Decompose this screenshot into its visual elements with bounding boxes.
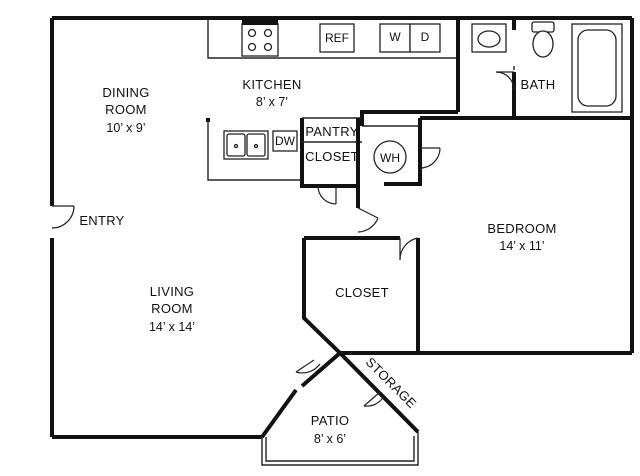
hall-door	[357, 207, 379, 233]
interior-walls	[206, 18, 632, 439]
stove	[241, 20, 279, 57]
bath-label: BATH	[521, 77, 556, 92]
wh-closet-door	[419, 147, 441, 169]
closet-large-door	[399, 237, 419, 261]
toilet	[531, 21, 555, 58]
living-room-label-2: ROOM	[151, 301, 193, 316]
refrigerator-label: REF	[325, 31, 349, 45]
dishwasher-label: DW	[275, 134, 296, 148]
kitchen-sink	[223, 130, 269, 160]
pantry-label: PANTRY	[305, 124, 358, 139]
entry-label: ENTRY	[79, 213, 124, 228]
small-closet-label: CLOSET	[305, 149, 359, 164]
bathtub	[571, 23, 623, 113]
room-labels: DINING ROOM 10’ x 9’ KITCHEN 8’ x 7’ PAN…	[79, 77, 556, 446]
bedroom-label: BEDROOM	[487, 221, 556, 236]
closet-small-door	[317, 185, 337, 205]
dishwasher	[272, 130, 298, 152]
living-room-size: 14’ x 14’	[149, 320, 195, 334]
large-closet-label: CLOSET	[335, 285, 389, 300]
patio-door	[295, 359, 321, 374]
storage-door	[363, 391, 385, 407]
refrigerator	[319, 23, 355, 53]
dining-room-label-1: DINING	[102, 85, 149, 100]
living-room-label-1: LIVING	[150, 284, 194, 299]
washer-label: W	[389, 30, 401, 44]
washer	[379, 23, 411, 53]
dryer-label: D	[421, 30, 430, 44]
patio-size: 8’ x 6’	[314, 432, 346, 446]
patio-label: PATIO	[311, 413, 350, 428]
bath-door	[495, 71, 515, 91]
bedroom-size: 14’ x 11’	[499, 239, 544, 253]
dining-room-size: 10’ x 9’	[106, 121, 145, 135]
water-heater	[373, 140, 407, 174]
bathroom-sink	[471, 23, 507, 53]
patio-outline	[261, 432, 419, 466]
dryer	[409, 23, 441, 53]
kitchen-label: KITCHEN	[242, 77, 301, 92]
water-heater-label: WH	[380, 151, 400, 165]
exterior-walls	[50, 16, 634, 439]
dining-room-label-2: ROOM	[105, 102, 147, 117]
kitchen-size: 8’ x 7’	[256, 95, 288, 109]
entry-door	[51, 205, 75, 229]
